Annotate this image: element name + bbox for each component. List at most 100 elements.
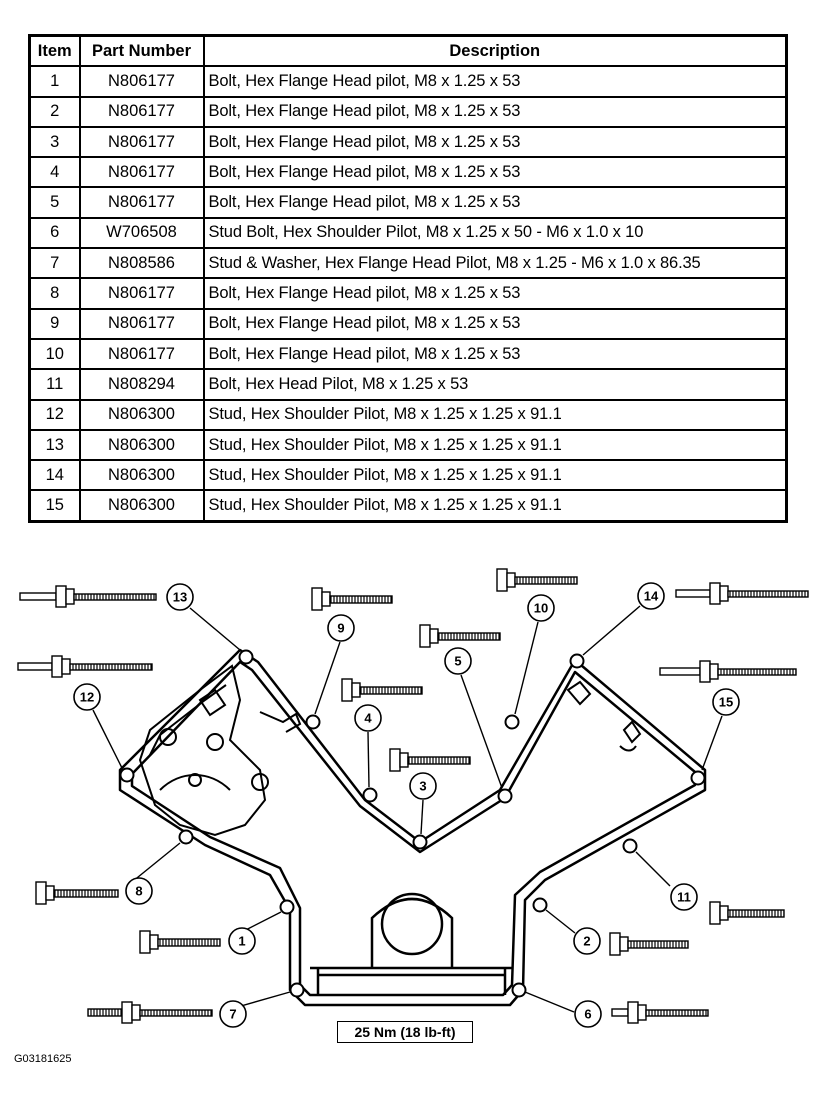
bolt-10-icon [496, 568, 578, 592]
bolt-3-icon [389, 748, 471, 772]
callout-5: 5 [444, 647, 472, 675]
part-number-cell: N806177 [78, 125, 205, 159]
crank-seal-boss [370, 892, 454, 968]
callout-14: 14 [637, 582, 665, 610]
bolt-4-icon [341, 678, 423, 702]
item-cell: 7 [28, 247, 81, 280]
description-cell: Bolt, Hex Flange Head pilot, M8 x 1.25 x… [202, 156, 788, 189]
callouts: 1 2 3 4 5 6 7 8 9 10 11 12 13 14 15 [73, 582, 740, 1028]
stud-12-icon [17, 655, 153, 678]
description-cell: Stud Bolt, Hex Shoulder Pilot, M8 x 1.25… [202, 216, 788, 250]
description-cell: Stud & Washer, Hex Flange Head Pilot, M8… [202, 247, 788, 280]
stud-7-icon [87, 1001, 213, 1024]
description-cell: Bolt, Hex Flange Head pilot, M8 x 1.25 x… [202, 186, 788, 219]
header-item: Item [28, 34, 81, 68]
svg-text:5: 5 [454, 654, 461, 669]
part-number-cell: N806177 [78, 186, 205, 219]
part-number-cell: N806177 [78, 337, 205, 371]
callout-4: 4 [354, 704, 382, 732]
description-cell: Bolt, Hex Flange Head pilot, M8 x 1.25 x… [202, 277, 788, 310]
callout-15: 15 [712, 688, 740, 716]
item-cell: 15 [28, 489, 81, 523]
item-cell: 10 [28, 337, 81, 371]
bolt-8-icon [35, 881, 119, 905]
item-cell: 9 [28, 307, 81, 340]
callout-13: 13 [166, 583, 194, 611]
part-number-cell: N808586 [78, 247, 205, 280]
bolt-1-icon [139, 930, 221, 954]
bolt-9-icon [311, 587, 393, 611]
svg-text:9: 9 [337, 621, 344, 636]
callout-12: 12 [73, 683, 101, 711]
item-cell: 11 [28, 368, 81, 401]
item-cell: 13 [28, 428, 81, 462]
cover-diagram: 1 2 3 4 5 6 7 8 9 10 11 12 13 14 15 [17, 568, 809, 1028]
stud-6-icon [611, 1001, 709, 1024]
item-cell: 1 [28, 65, 81, 98]
item-cell: 6 [28, 216, 81, 250]
torque-spec-label: 25 Nm (18 lb-ft) [337, 1021, 473, 1043]
item-cell: 2 [28, 95, 81, 128]
svg-text:6: 6 [584, 1007, 591, 1022]
part-number-cell: N806300 [78, 398, 205, 431]
part-number-cell: N806300 [78, 459, 205, 492]
svg-text:4: 4 [364, 711, 372, 726]
part-number-cell: N808294 [78, 368, 205, 401]
svg-text:13: 13 [173, 590, 187, 605]
bolt-11-icon [709, 901, 785, 925]
part-number-cell: N806177 [78, 65, 205, 98]
part-number-cell: N806177 [78, 156, 205, 189]
item-cell: 4 [28, 156, 81, 189]
bolt-2-icon [609, 932, 689, 956]
callout-8: 8 [125, 877, 153, 905]
description-cell: Stud, Hex Shoulder Pilot, M8 x 1.25 x 1.… [202, 459, 788, 492]
callout-2: 2 [573, 927, 601, 955]
callout-9: 9 [327, 614, 355, 642]
description-cell: Stud, Hex Shoulder Pilot, M8 x 1.25 x 1.… [202, 398, 788, 431]
leader-lines [92, 605, 723, 1013]
svg-text:14: 14 [644, 589, 659, 604]
part-number-cell: N806177 [78, 307, 205, 340]
stud-14-icon [675, 582, 809, 605]
description-cell: Bolt, Hex Flange Head pilot, M8 x 1.25 x… [202, 65, 788, 98]
description-cell: Bolt, Hex Flange Head pilot, M8 x 1.25 x… [202, 95, 788, 128]
description-cell: Bolt, Hex Head Pilot, M8 x 1.25 x 53 [202, 368, 788, 401]
cover-bosses [259, 680, 642, 752]
callout-1: 1 [228, 927, 256, 955]
callout-6: 6 [574, 1000, 602, 1028]
table-header-row: Item Part Number Description [28, 34, 788, 68]
svg-text:15: 15 [719, 695, 733, 710]
part-number-cell: N806177 [78, 277, 205, 310]
part-number-cell: N806177 [78, 95, 205, 128]
part-number-cell: N806300 [78, 428, 205, 462]
bolt-holes [119, 649, 706, 998]
description-cell: Bolt, Hex Flange Head pilot, M8 x 1.25 x… [202, 337, 788, 371]
callout-7: 7 [219, 1000, 247, 1028]
figure-id: G03181625 [14, 1053, 72, 1065]
header-description: Description [202, 34, 788, 68]
header-part-number: Part Number [78, 34, 205, 68]
bolt-5-icon [419, 624, 501, 648]
svg-text:8: 8 [135, 884, 142, 899]
svg-text:3: 3 [419, 779, 426, 794]
item-cell: 12 [28, 398, 81, 431]
stud-15-icon [659, 660, 797, 683]
callout-11: 11 [670, 883, 698, 911]
part-number-cell: W706508 [78, 216, 205, 250]
svg-text:7: 7 [229, 1007, 236, 1022]
part-number-cell: N806300 [78, 489, 205, 523]
